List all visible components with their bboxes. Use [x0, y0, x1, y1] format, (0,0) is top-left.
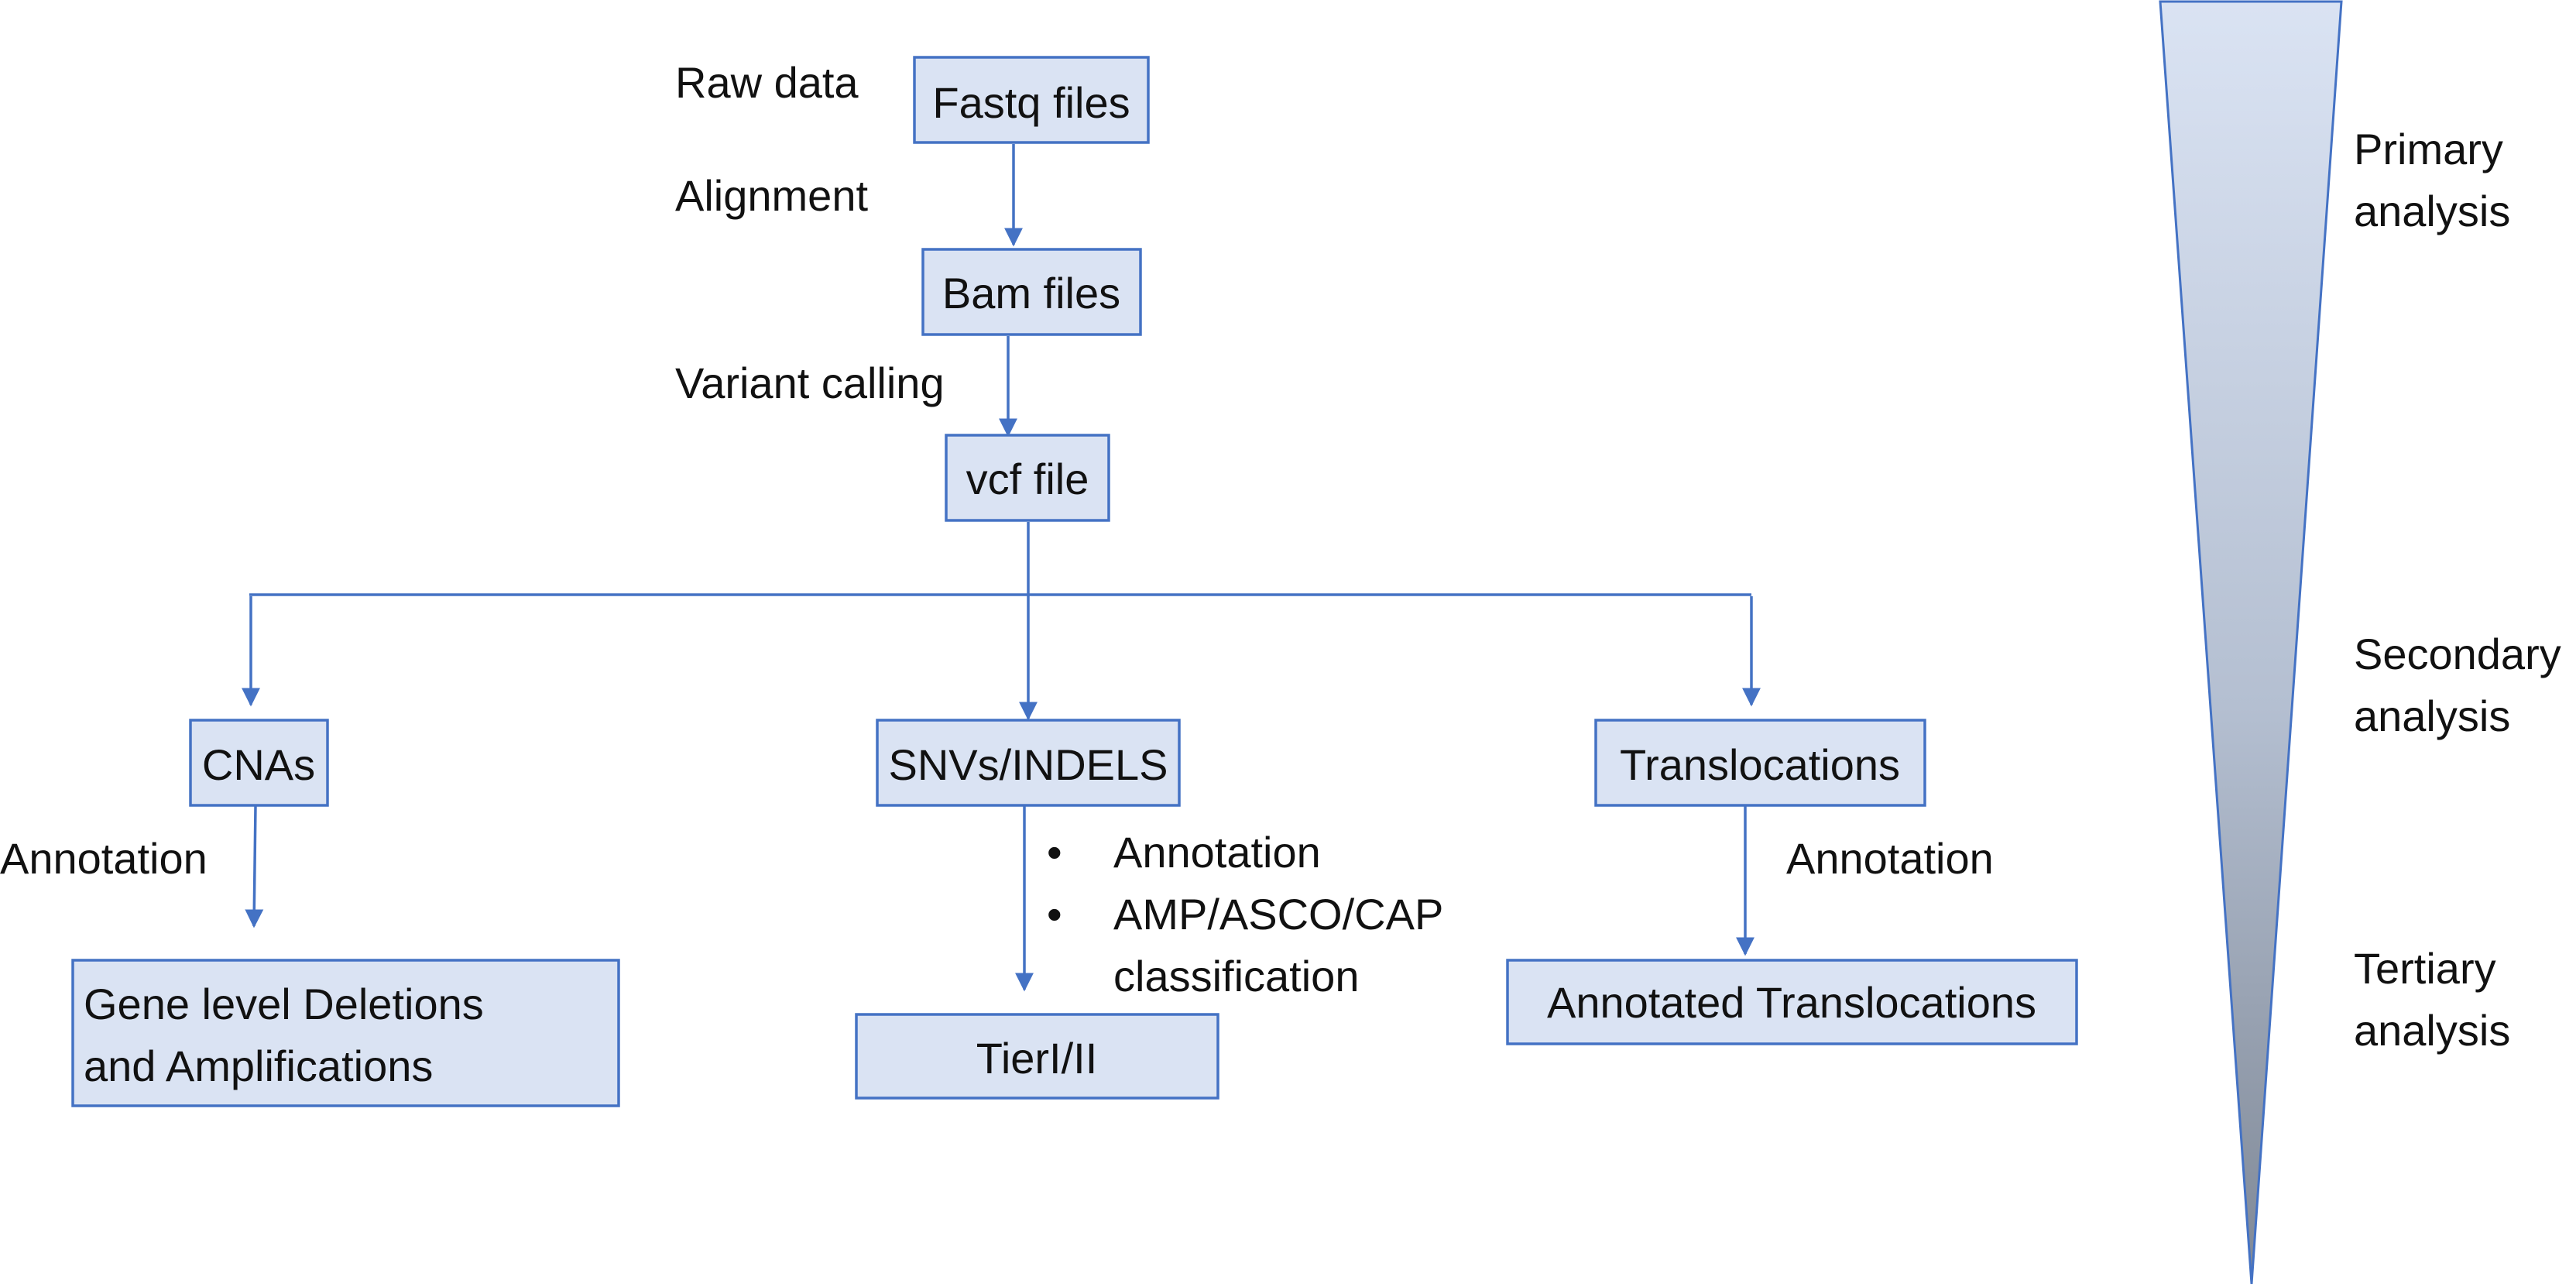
bullet-marker-1: • — [1047, 828, 1062, 877]
bullet-item-classification: classification — [1113, 952, 1359, 1000]
label-secondary-analysis-line2: analysis — [2354, 692, 2510, 740]
node-gene-level-deletions-amplifications: Gene level Deletions and Amplifications — [71, 959, 620, 1107]
bullet-item-amp-asco-cap: AMP/ASCO/CAP — [1113, 890, 1443, 939]
node-bam-files-label: Bam files — [942, 269, 1120, 317]
node-annotated-translocations: Annotated Translocations — [1506, 959, 2078, 1045]
label-variant-calling: Variant calling — [675, 359, 945, 407]
node-snvs-indels-label: SNVs/INDELS — [889, 740, 1168, 789]
node-vcf-file-label: vcf file — [966, 455, 1089, 503]
node-gene-level-label-line2: and Amplifications — [84, 1042, 433, 1090]
bullet-marker-2: • — [1047, 890, 1062, 939]
label-secondary-analysis-line1: Secondary — [2354, 630, 2561, 678]
node-vcf-file: vcf file — [945, 434, 1110, 522]
label-primary-analysis-line2: analysis — [2354, 187, 2510, 235]
snv-annotation-bullet-list: • Annotation • AMP/ASCO/CAP classificati… — [1047, 828, 1443, 1000]
node-fastq-files-label: Fastq files — [932, 78, 1130, 127]
node-translocations-label: Translocations — [1620, 740, 1900, 789]
label-tertiary-analysis-line1: Tertiary — [2354, 944, 2496, 993]
label-alignment: Alignment — [675, 171, 868, 220]
node-tier-label: TierI/II — [976, 1034, 1098, 1083]
node-cnas: CNAs — [189, 719, 329, 807]
node-annotated-translocations-label: Annotated Translocations — [1547, 978, 2036, 1027]
bullet-item-annotation: Annotation — [1113, 828, 1321, 877]
label-annotation-cnas: Annotation — [0, 834, 208, 883]
label-primary-analysis-line1: Primary — [2354, 125, 2503, 173]
node-translocations: Translocations — [1594, 719, 1926, 807]
label-raw-data: Raw data — [675, 58, 859, 107]
analysis-depth-wedge — [2159, 0, 2343, 1285]
arrow-cnas-to-gene-level — [245, 805, 264, 928]
node-tier: TierI/II — [855, 1013, 1219, 1100]
label-tertiary-analysis-line2: analysis — [2354, 1006, 2510, 1055]
node-snvs-indels: SNVs/INDELS — [876, 719, 1181, 807]
node-gene-level-label-line1: Gene level Deletions — [84, 980, 484, 1028]
node-fastq-files: Fastq files — [913, 56, 1150, 144]
node-bam-files: Bam files — [921, 248, 1142, 336]
label-annotation-translocations: Annotation — [1786, 834, 1994, 883]
node-cnas-label: CNAs — [202, 740, 315, 789]
